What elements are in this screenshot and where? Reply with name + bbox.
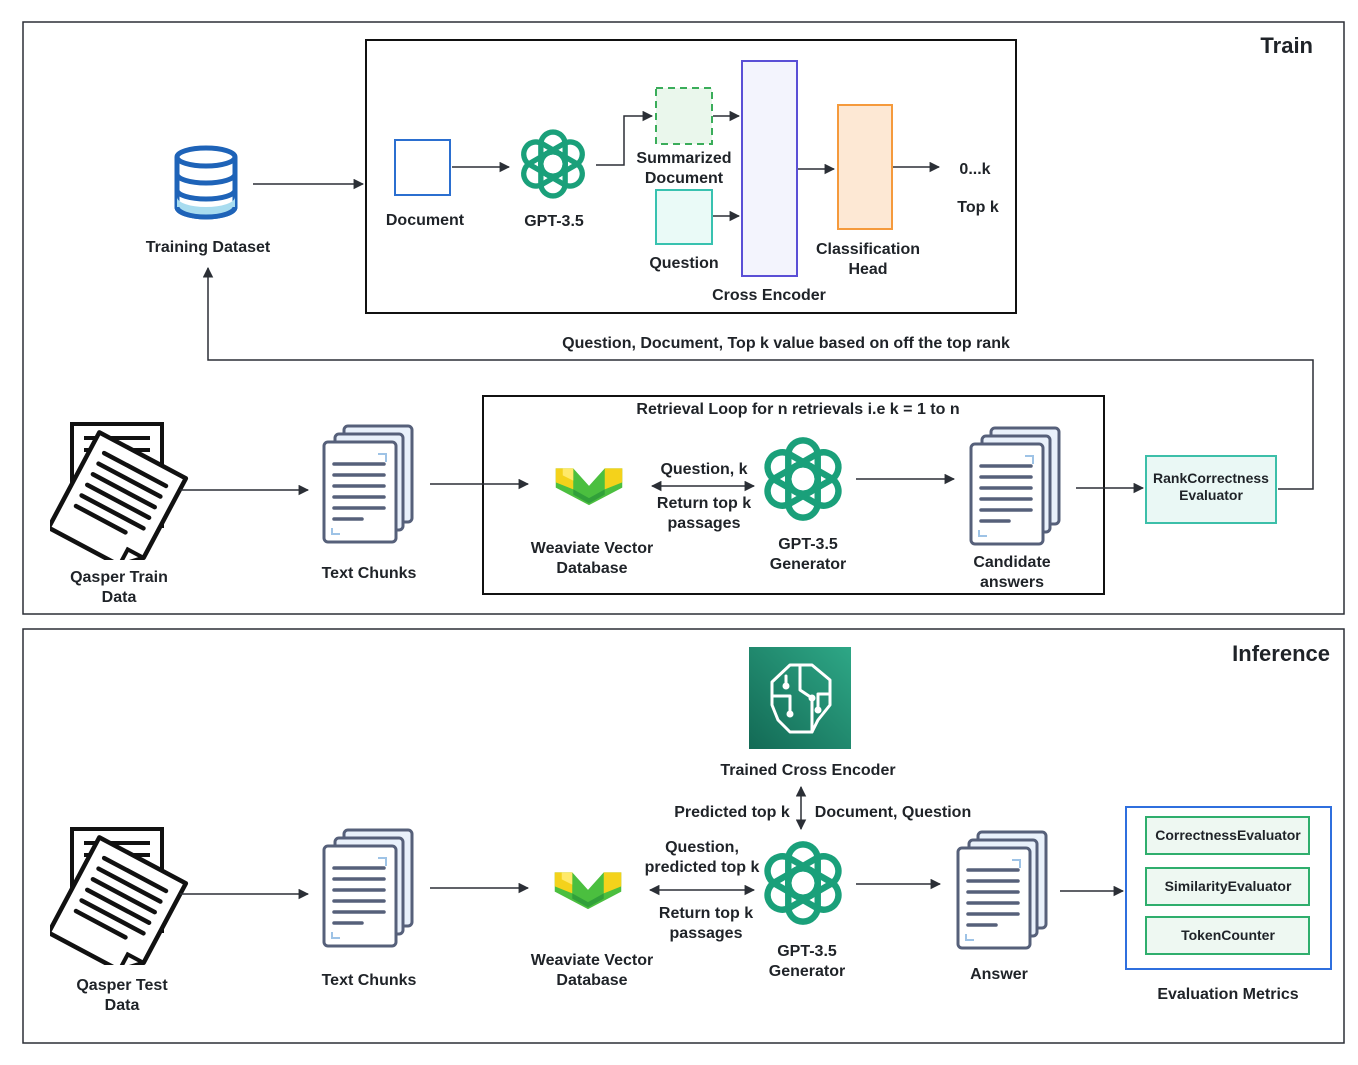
metric-item — [1145, 916, 1310, 955]
arrow-gpt-to-summarized — [596, 110, 654, 166]
database-icon — [174, 145, 238, 220]
document-icon — [49, 829, 186, 979]
summarized-document-box — [655, 87, 713, 145]
classification-head-label-1: Classification — [816, 241, 920, 258]
trained-cross-encoder-label: Trained Cross Encoder — [720, 762, 895, 779]
return-top-k-label-1: Return top k — [659, 905, 753, 922]
inference-title: Inference — [1232, 641, 1330, 666]
gpt-generator-label-1: GPT-3.5 — [777, 943, 837, 960]
metric-label-token-counter: TokenCounter — [1181, 927, 1275, 943]
evaluator-label-2: Evaluator — [1179, 487, 1243, 503]
candidate-label-2: answers — [980, 574, 1044, 591]
retrieval-loop-label: Retrieval Loop for n retrievals i.e k = … — [636, 401, 959, 418]
rank-correctness-evaluator-box — [1145, 455, 1277, 524]
question-predicted-label-2: predicted top k — [645, 859, 760, 876]
weaviate-label-2: Database — [556, 560, 627, 577]
feedback-arrow — [202, 266, 1314, 490]
training-dataset-label: Training Dataset — [146, 239, 271, 256]
classification-head-label-2: Head — [848, 261, 887, 278]
document-stack-icon — [969, 426, 1061, 546]
text-chunks-label: Text Chunks — [322, 972, 417, 989]
weaviate-label-1: Weaviate Vector — [531, 952, 653, 969]
question-label: Question — [649, 255, 718, 272]
evaluator-label-1: RankCorrectness — [1153, 470, 1269, 486]
retrieval-loop-box — [482, 395, 1105, 595]
train-panel — [22, 21, 1345, 615]
metric-item — [1145, 867, 1310, 906]
document-label: Document — [386, 212, 465, 229]
candidate-label-1: Candidate — [973, 554, 1050, 571]
question-predicted-label-1: Question, — [665, 839, 739, 856]
text-chunks-label: Text Chunks — [322, 565, 417, 582]
openai-logo-icon — [762, 844, 844, 921]
classification-head-block — [837, 104, 893, 230]
qasper-train-label-2: Data — [102, 589, 137, 606]
openai-logo-icon — [762, 440, 844, 517]
weaviate-label-2: Database — [556, 972, 627, 989]
feedback-label: Question, Document, Top k value based on… — [562, 335, 1010, 352]
gpt-generator-label-2: Generator — [770, 556, 846, 573]
metric-label-correctness: CorrectnessEvaluator — [1155, 827, 1301, 843]
weaviate-label-1: Weaviate Vector — [531, 540, 653, 557]
document-question-label: Document, Question — [815, 804, 971, 821]
weaviate-logo-icon — [554, 872, 622, 910]
gpt-generator-label-2: Generator — [769, 963, 845, 980]
summarized-label-2: Document — [645, 170, 724, 187]
question-box — [655, 189, 713, 245]
train-title: Train — [1260, 33, 1313, 58]
inference-panel — [22, 628, 1345, 1044]
gpt-label: GPT-3.5 — [524, 213, 584, 230]
qasper-train-label-1: Qasper Train — [70, 569, 168, 586]
return-top-k-label-2: passages — [670, 925, 743, 942]
document-stack-icon — [322, 828, 414, 948]
metric-label-similarity: SimilarityEvaluator — [1165, 878, 1292, 894]
openai-logo-icon — [519, 132, 586, 196]
return-top-k-label-2: passages — [668, 515, 741, 532]
answer-label: Answer — [970, 966, 1028, 983]
document-stack-icon — [322, 424, 414, 544]
gpt-generator-label-1: GPT-3.5 — [778, 536, 838, 553]
document-stack-icon — [956, 830, 1048, 950]
predicted-top-k-label: Predicted top k — [674, 804, 790, 821]
sagemaker-brain-icon — [749, 647, 851, 749]
question-k-label: Question, k — [660, 461, 747, 478]
qasper-test-label-2: Data — [105, 997, 140, 1014]
cross-encoder-label: Cross Encoder — [712, 287, 826, 304]
metric-item — [1145, 816, 1310, 855]
cross-encoder-block — [741, 60, 798, 277]
evaluation-metrics-title: Evaluation Metrics — [1157, 986, 1298, 1003]
top-k-label: Top k — [957, 199, 999, 216]
output-range-label: 0...k — [959, 161, 990, 178]
weaviate-logo-icon — [555, 468, 623, 506]
qasper-test-label-1: Qasper Test — [76, 977, 168, 994]
return-top-k-label-1: Return top k — [657, 495, 751, 512]
document-box — [394, 139, 451, 196]
cross-encoder-training-box — [365, 39, 1017, 314]
summarized-label-1: Summarized — [636, 150, 731, 167]
document-icon — [49, 424, 186, 574]
